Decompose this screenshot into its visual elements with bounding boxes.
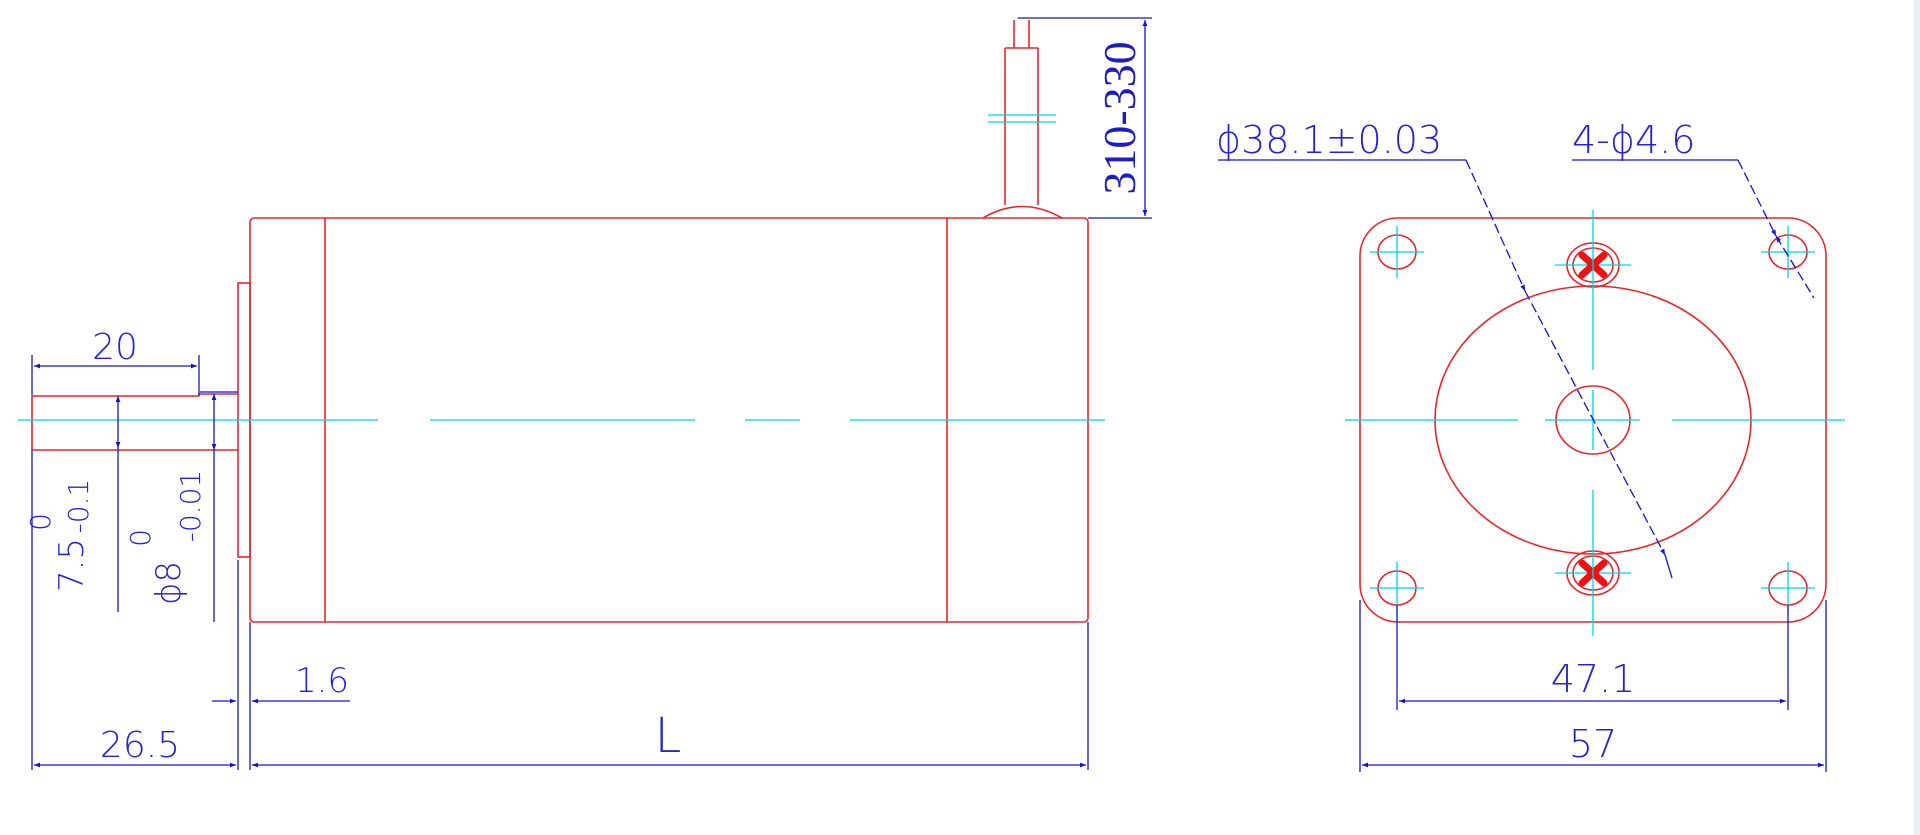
dim-shaft-dia: ϕ8 0 -0.01 [124,391,238,622]
dim-mount-holes: 4-ϕ4.6 [1572,118,1815,299]
dim-boss-thickness-label: 1.6 [295,661,349,701]
dim-lead-length-label: 310-330 [1094,41,1145,194]
mount-hole-top-left [1370,226,1424,278]
dim-shaft-length: 20 [31,327,200,395]
dim-pilot-dia-label: ϕ38.1±0.03 [1216,118,1442,162]
dim-shaft-flat: 7.5 0 -0.1 [24,396,121,612]
dim-hole-spacing: 47.1 [1396,605,1789,710]
dim-flange-width: 57 [1359,600,1827,772]
shaft [31,393,238,451]
dim-boss-thickness: 1.6 [212,661,350,704]
dim-pilot-dia: ϕ38.1±0.03 [1216,118,1673,579]
dim-body-length: L [252,708,1086,768]
dim-mount-holes-label: 4-ϕ4.6 [1572,118,1695,162]
dim-hole-spacing-label: 47.1 [1551,657,1636,701]
lead-cable [982,20,1063,219]
front-centerlines [1345,210,1845,636]
right-edge-strip [1914,0,1920,835]
front-view: ϕ38.1±0.03 4-ϕ4.6 47.1 57 [1216,118,1845,772]
dim-shaft-length-label: 20 [92,327,138,368]
dim-shaft-dia-tol-upper: 0 [124,529,157,547]
dim-shaft-flat-label: 7.5 [52,538,92,592]
dim-body-length-label: L [655,708,682,764]
dim-flange-width-label: 57 [1569,722,1617,766]
dim-lead-length: 310-330 [1018,17,1152,219]
dim-shaft-extension-label: 26.5 [100,725,180,766]
dim-shaft-dia-label: ϕ8 [149,561,189,605]
mount-hole-top-right [1761,226,1815,278]
dim-shaft-dia-tol-lower: -0.01 [174,470,207,542]
dim-shaft-extension: 26.5 [34,725,236,768]
side-view: 20 7.5 0 -0.1 ϕ8 0 -0.01 1.6 [18,17,1152,770]
dim-shaft-flat-tol-upper: 0 [24,513,57,531]
dim-shaft-flat-tol-lower: -0.1 [62,479,95,534]
